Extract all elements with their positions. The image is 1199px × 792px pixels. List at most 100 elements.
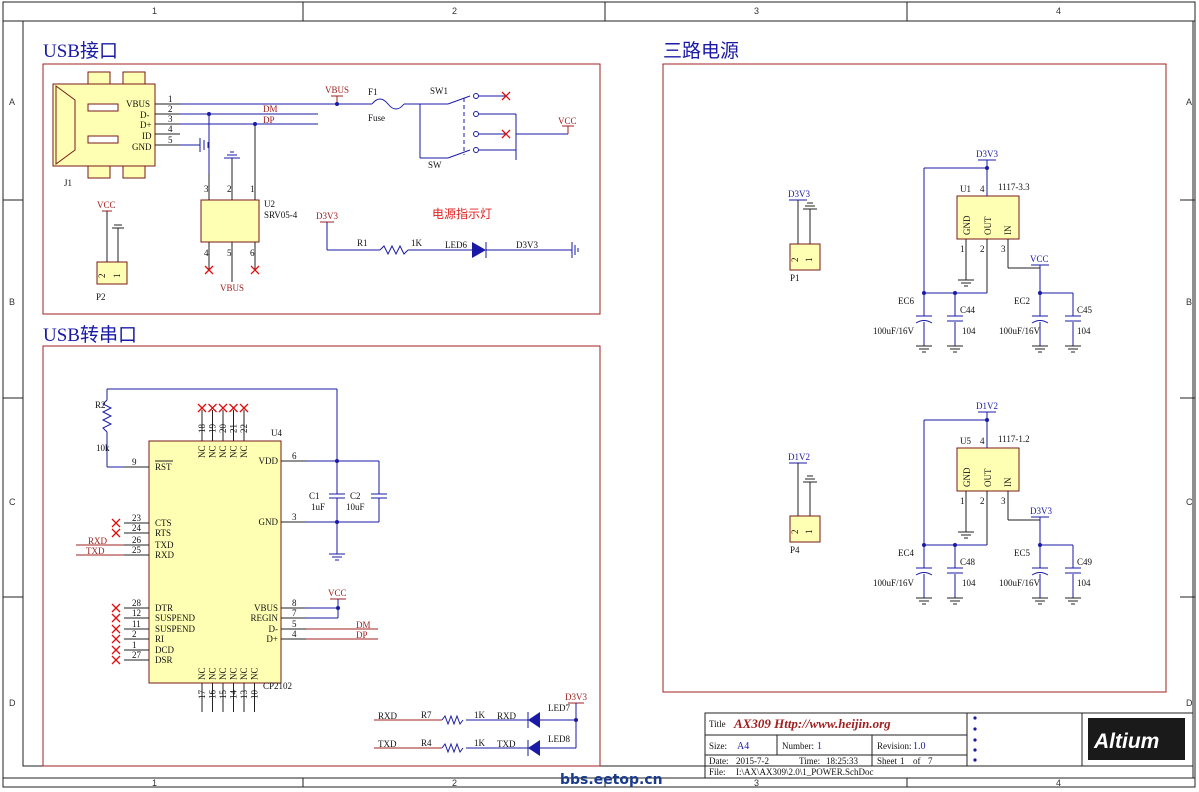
u4-pin-num: 2 bbox=[132, 629, 137, 639]
tb-file-label: File: bbox=[709, 767, 726, 777]
regulator-chip bbox=[956, 195, 1020, 240]
header-p1: D3V3 2 1 P1 bbox=[788, 189, 821, 283]
sw-ref: SW1 bbox=[430, 86, 448, 96]
u4-pin-num: 18 bbox=[197, 424, 207, 434]
u4-pin-num: 27 bbox=[132, 650, 142, 660]
c2-val: 10uF bbox=[346, 502, 365, 512]
reg-pin-out: OUT bbox=[983, 468, 993, 487]
reg-pin-num: 4 bbox=[980, 184, 985, 194]
cap-plate bbox=[915, 320, 933, 324]
grid-row-b-right: B bbox=[1186, 297, 1192, 307]
power-title: 三路电源 bbox=[663, 40, 739, 62]
header-p4: D1V2 2 1 P4 bbox=[788, 452, 821, 555]
u4-cp2102 bbox=[148, 440, 282, 684]
u4-pin-num: 16 bbox=[208, 690, 218, 700]
grid-col-4-bottom: 4 bbox=[1056, 778, 1061, 788]
usb-serial-title: USB转串口 bbox=[43, 324, 137, 346]
j1-ref: J1 bbox=[64, 178, 72, 188]
led6-ref: LED6 bbox=[445, 240, 467, 250]
reg-in-net: D3V3 bbox=[1030, 506, 1052, 516]
net-dm-u4: DM bbox=[356, 620, 371, 630]
j1-num-4: 4 bbox=[168, 124, 173, 134]
reg-pin-num: 3 bbox=[1001, 244, 1006, 254]
u2-bot-6: 6 bbox=[250, 248, 255, 258]
tb-sheets: 7 bbox=[928, 756, 933, 766]
reg-pin-in: IN bbox=[1003, 477, 1013, 487]
u4-pin-name: CTS bbox=[155, 518, 172, 528]
j1-pin-dm: D- bbox=[140, 110, 150, 120]
grid-col-2-bottom: 2 bbox=[452, 778, 457, 788]
cap-plate bbox=[1031, 320, 1049, 324]
u4-pin-num: 17 bbox=[197, 690, 207, 700]
fuse-ref: F1 bbox=[368, 87, 378, 97]
u4-pin-name: RTS bbox=[155, 528, 171, 538]
u4-pin-name: SUSPEND bbox=[155, 613, 196, 623]
grid-row-b: B bbox=[9, 297, 15, 307]
net-d3v3-led: D3V3 bbox=[316, 211, 338, 221]
tb-title-label: Title bbox=[709, 719, 726, 729]
reg-pin-num: 3 bbox=[1001, 496, 1006, 506]
tb-sheet: 1 bbox=[900, 756, 905, 766]
r1-val: 1K bbox=[411, 238, 423, 248]
u4-pin-name: TXD bbox=[155, 540, 174, 550]
no-connect-mark bbox=[111, 613, 121, 623]
u2-bot-5: 5 bbox=[227, 248, 232, 258]
header-p2: VCC 2 1 P2 bbox=[96, 200, 128, 302]
u4-nc-label: NC bbox=[239, 445, 249, 458]
title-block: Title AX309 Http://www.heijin.org Size: … bbox=[704, 712, 1194, 779]
p1-ref: P1 bbox=[790, 273, 800, 283]
reg-ref: U5 bbox=[960, 436, 971, 446]
p1-pin-1: 1 bbox=[804, 258, 814, 263]
c-a-ref: C48 bbox=[960, 557, 976, 567]
regulator-chip bbox=[956, 447, 1020, 492]
u4-pin-name: RXD bbox=[155, 550, 175, 560]
no-connect-mark bbox=[197, 403, 207, 413]
u4-pin-num: 4 bbox=[292, 629, 297, 639]
u4-pin-num: 1 bbox=[132, 640, 137, 650]
no-connect-mark bbox=[111, 624, 121, 634]
p4-pin-2: 2 bbox=[790, 530, 800, 535]
u4-nc-label: NC bbox=[218, 667, 228, 680]
no-connect-mark bbox=[239, 403, 249, 413]
u4-pin-name: DCD bbox=[155, 645, 175, 655]
reg-ref: U1 bbox=[960, 184, 971, 194]
c-b-ref: C49 bbox=[1077, 557, 1093, 567]
j1-pin-gnd: GND bbox=[132, 142, 152, 152]
r7-net-rxd: RXD bbox=[378, 711, 398, 721]
reg-pin-out: OUT bbox=[983, 216, 993, 235]
ec-b-val: 100uF/16V bbox=[999, 326, 1041, 336]
u4-pin-num: 14 bbox=[229, 690, 239, 700]
u4-pin-name: VBUS bbox=[254, 603, 278, 613]
grid-row-d-right: D bbox=[1186, 698, 1193, 708]
grid-col-1-bottom: 1 bbox=[152, 778, 157, 788]
p4-pin-1: 1 bbox=[804, 530, 814, 535]
grid-col-2: 2 bbox=[452, 6, 457, 16]
tb-number-label: Number: bbox=[782, 741, 814, 751]
u2-top-1: 1 bbox=[250, 184, 255, 194]
u4-pin-num: 26 bbox=[132, 535, 142, 545]
altium-logo-text: Altium bbox=[1093, 730, 1159, 753]
u4-pin-num: 15 bbox=[218, 690, 228, 700]
u4-pin-name: RI bbox=[155, 634, 164, 644]
p2-net: VCC bbox=[97, 200, 116, 210]
tb-size: A4 bbox=[737, 741, 749, 752]
u4-ref: U4 bbox=[271, 428, 282, 438]
c-b-ref: C45 bbox=[1077, 305, 1093, 315]
u4-pin-num: 23 bbox=[132, 513, 142, 523]
j1-pin-id: ID bbox=[142, 131, 152, 141]
fuse-f1: F1 Fuse bbox=[368, 87, 405, 123]
tb-time: 18:25:33 bbox=[826, 756, 859, 766]
u4-pin-num: 19 bbox=[208, 424, 218, 434]
cap-plate bbox=[1031, 572, 1049, 576]
led8-group: TXD R4 1K TXD LED8 bbox=[374, 734, 570, 756]
reg-val: 1117-1.2 bbox=[998, 434, 1030, 444]
no-connect-mark bbox=[218, 403, 228, 413]
u4-pin-num: 5 bbox=[292, 619, 297, 629]
tb-title: AX309 Http://www.heijin.org bbox=[733, 716, 891, 731]
grid-row-d: D bbox=[9, 698, 16, 708]
tb-time-label: Time: bbox=[799, 756, 820, 766]
u4-pin-num: 6 bbox=[292, 451, 297, 461]
tb-file: I:\AX\AX309\2.0\1_POWER.SchDoc bbox=[736, 767, 874, 777]
